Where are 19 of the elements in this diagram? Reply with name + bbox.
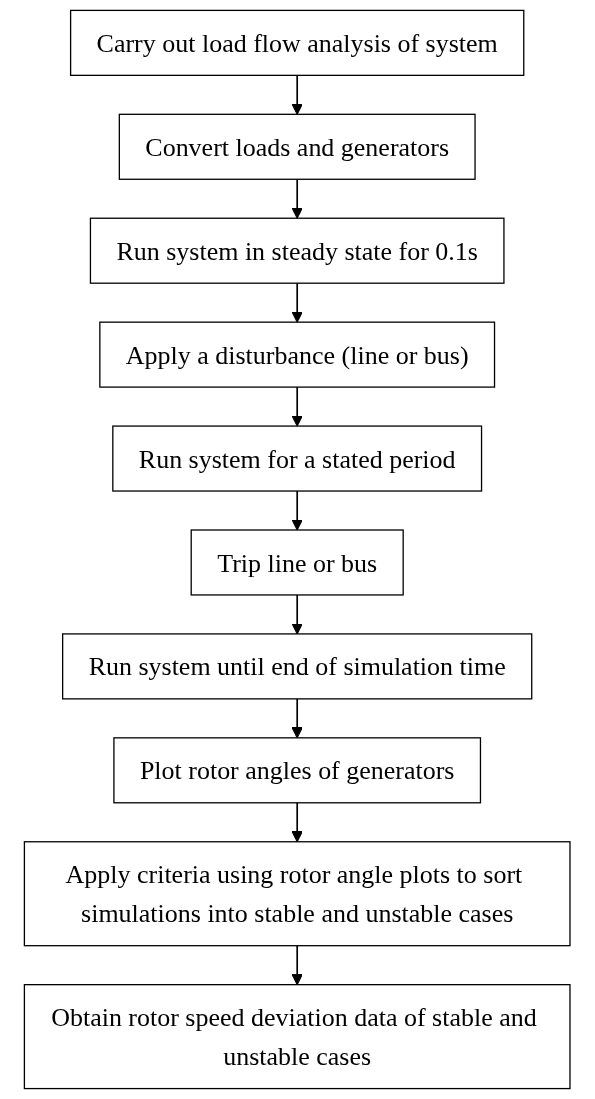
node-box: Run system for a stated period: [112, 425, 483, 492]
node-box: Apply criteria using rotor angle plots to sort simulations into stable and unstable cases: [24, 841, 571, 947]
node-box: Carry out load flow analysis of system: [70, 9, 525, 76]
arrow: [291, 594, 304, 635]
arrow: [291, 490, 304, 531]
node-box: Trip line or bus: [190, 529, 405, 596]
arrow: [291, 698, 304, 739]
arrow: [291, 74, 304, 115]
arrow: [291, 178, 304, 219]
arrow: [291, 386, 304, 427]
arrow: [291, 282, 304, 323]
node-box: Obtain rotor speed deviation data of stable and unstable cases: [24, 984, 571, 1090]
node-box: Apply a disturbance (line or bus): [99, 321, 496, 388]
arrow: [291, 801, 304, 843]
node-box: Run system in steady state for 0.1s: [90, 217, 505, 284]
node-box: Convert loads and generators: [119, 113, 476, 180]
node-box: Plot rotor angles of generators: [113, 737, 482, 804]
node-box: Run system until end of simulation time: [62, 633, 533, 700]
arrow: [291, 944, 304, 986]
